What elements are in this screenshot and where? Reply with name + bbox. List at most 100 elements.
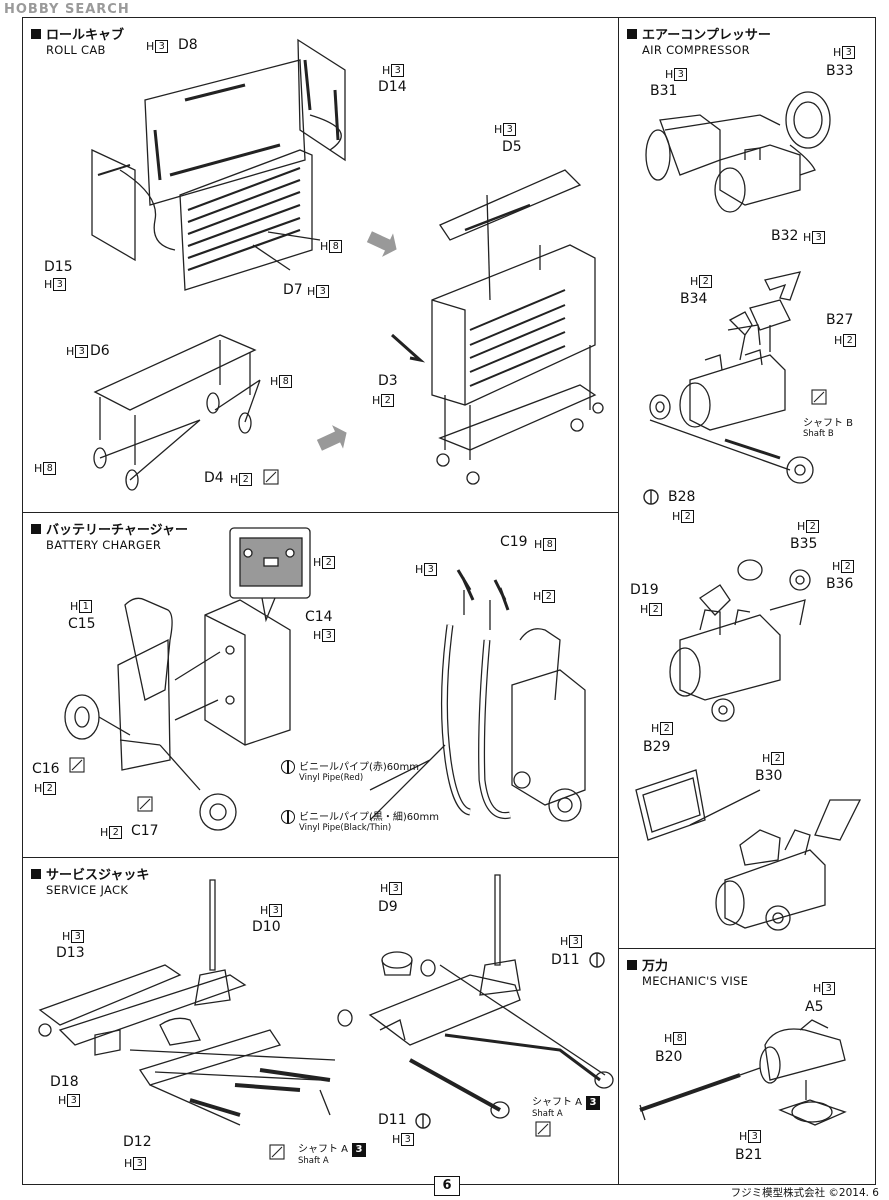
part-b28: B28	[668, 489, 696, 505]
part-d5: D5	[502, 139, 522, 155]
part-d10: D10	[252, 919, 281, 935]
battery-charger-section: バッテリーチャージャー BATTERY CHARGER	[22, 512, 619, 858]
part-b34: B34	[680, 291, 708, 307]
part-d18: D18	[50, 1074, 79, 1090]
part-c15: C15	[68, 616, 96, 632]
part-b35: B35	[790, 536, 818, 552]
part-d8: D8	[178, 37, 198, 53]
part-d3: D3	[378, 373, 398, 389]
service-jack-section: サービスジャッキ SERVICE JACK	[22, 857, 619, 1185]
air-compressor-title: エアーコンプレッサー AIR COMPRESSOR	[627, 24, 771, 57]
part-c16: C16	[32, 761, 60, 777]
mechanics-vise-section: 万力 MECHANIC'S VISE	[618, 948, 876, 1185]
drill-note-icons	[69, 389, 827, 1160]
part-d11-top: D11	[551, 952, 580, 968]
battery-charger-title: バッテリーチャージャー BATTERY CHARGER	[31, 519, 188, 552]
air-compressor-section: エアーコンプレッサー AIR COMPRESSOR	[618, 17, 876, 949]
part-d13: D13	[56, 945, 85, 961]
battery-charger-drawing	[64, 527, 586, 831]
mechanics-vise-title: 万力 MECHANIC'S VISE	[627, 955, 748, 988]
copyright: フジミ模型株式会社 ©2014. 6	[730, 1187, 879, 1199]
service-jack-title: サービスジャッキ SERVICE JACK	[31, 864, 149, 897]
part-d6: D6	[90, 343, 110, 359]
part-b32: B32	[771, 228, 799, 244]
part-d9: D9	[378, 899, 398, 915]
part-b36: B36	[826, 576, 854, 592]
part-b31: B31	[650, 83, 678, 99]
roll-cab-title: ロールキャブ ROLL CAB	[31, 24, 124, 57]
part-b21: B21	[735, 1147, 763, 1163]
part-b27: B27	[826, 312, 854, 328]
part-c14: C14	[305, 609, 333, 625]
mechanics-vise-drawing	[639, 1019, 847, 1126]
part-d14: D14	[378, 79, 407, 95]
part-b29: B29	[643, 739, 671, 755]
part-d11-bottom: D11	[378, 1112, 407, 1128]
part-a5: A5	[805, 999, 824, 1015]
part-d19: D19	[630, 582, 659, 598]
part-d12: D12	[123, 1134, 152, 1150]
page-number: 6	[434, 1176, 460, 1196]
pipe-icons	[415, 489, 659, 1129]
part-b30: B30	[755, 768, 783, 784]
part-c19: C19	[500, 534, 528, 550]
pipe-black-note: ビニールパイプ(黒・細)60mm Vinyl Pipe(Black/Thin)	[281, 810, 439, 834]
part-c17: C17	[131, 823, 159, 839]
part-b20: B20	[655, 1049, 683, 1065]
step-arrows	[316, 231, 397, 451]
shaft-b-note: シャフト B Shaft B	[803, 418, 854, 439]
part-d4: D4	[204, 470, 224, 486]
service-jack-drawing	[38, 874, 614, 1126]
watermark: HOBBY SEARCH	[4, 2, 130, 17]
roll-cab-exploded-drawing	[91, 38, 604, 491]
air-compressor-drawing	[635, 91, 862, 931]
part-d7: D7	[283, 282, 303, 298]
part-b33: B33	[826, 63, 854, 79]
part-d15: D15	[44, 259, 73, 275]
pipe-red-note: ビニールパイプ(赤)60mm Vinyl Pipe(Red)	[281, 760, 419, 784]
